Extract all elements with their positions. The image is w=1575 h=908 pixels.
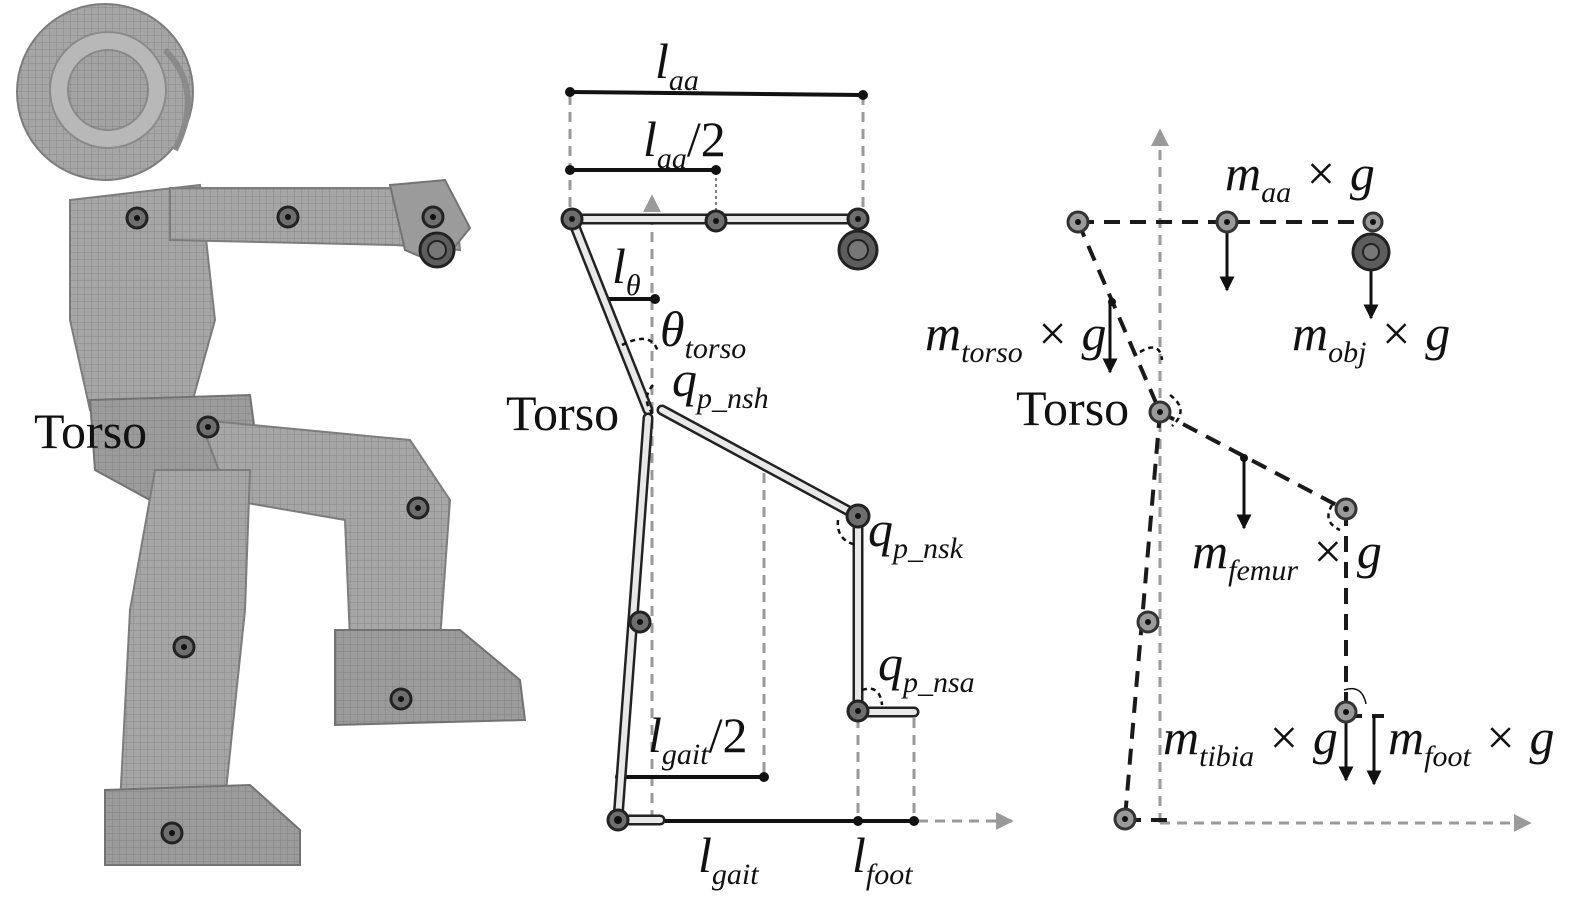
label-m-aa-g: maa × g <box>1225 145 1375 209</box>
robot-swing-leg <box>198 418 527 727</box>
angle-arcs <box>621 337 884 706</box>
torso-label-forces: Torso <box>1016 380 1129 436</box>
kinematic-joints <box>560 207 871 832</box>
label-l-aa: laa <box>655 33 699 97</box>
label-m-obj-g: mobj × g <box>1292 305 1450 369</box>
kinematic-guides <box>568 95 1014 830</box>
kinematic-object <box>837 229 879 271</box>
label-m-torso-g: mtorso × g <box>925 305 1107 369</box>
robot-held-object <box>418 231 456 269</box>
label-l-theta: lθ <box>612 238 641 302</box>
label-l-gait: lgait <box>698 827 759 891</box>
robot-stance-leg <box>104 469 301 866</box>
robot-head <box>16 3 194 181</box>
label-l-gait-half: lgait/2 <box>648 707 747 771</box>
label-m-femur-g: mfemur × g <box>1192 523 1382 587</box>
robot-render-panel: Torso <box>16 3 527 866</box>
label-theta-torso: θtorso <box>660 301 746 365</box>
label-m-foot-g: mfoot × g <box>1388 709 1555 773</box>
force-axes <box>1151 128 1532 832</box>
label-l-foot: lfoot <box>852 827 913 891</box>
torso-label-robot: Torso <box>34 403 147 459</box>
force-object <box>1351 232 1391 272</box>
force-labels: maa × g mtorso × g mobj × g mfemur × g m… <box>925 145 1555 773</box>
force-model-panel: maa × g mtorso × g mobj × g mfemur × g m… <box>925 128 1555 832</box>
label-q-p-nsh: qp_nsh <box>672 351 769 415</box>
force-angle-arcs <box>1139 346 1367 705</box>
dimension-bars <box>565 87 919 826</box>
force-skeleton <box>1076 220 1384 822</box>
label-q-p-nsa: qp_nsa <box>878 635 975 699</box>
force-joints <box>1066 210 1384 831</box>
robot-arm <box>169 178 472 267</box>
kinematic-labels: laa laa/2 lθ θtorso qp_nsh qp_nsk qp_nsa… <box>506 33 975 891</box>
torso-label-kinematic: Torso <box>506 385 619 441</box>
label-l-aa-half: laa/2 <box>643 111 726 175</box>
label-q-p-nsk: qp_nsk <box>868 501 964 565</box>
label-m-tibia-g: mtibia × g <box>1163 709 1338 773</box>
robot-cm-markers <box>125 205 445 845</box>
kinematic-model-panel: laa laa/2 lθ θtorso qp_nsh qp_nsk qp_nsa… <box>506 33 1014 891</box>
